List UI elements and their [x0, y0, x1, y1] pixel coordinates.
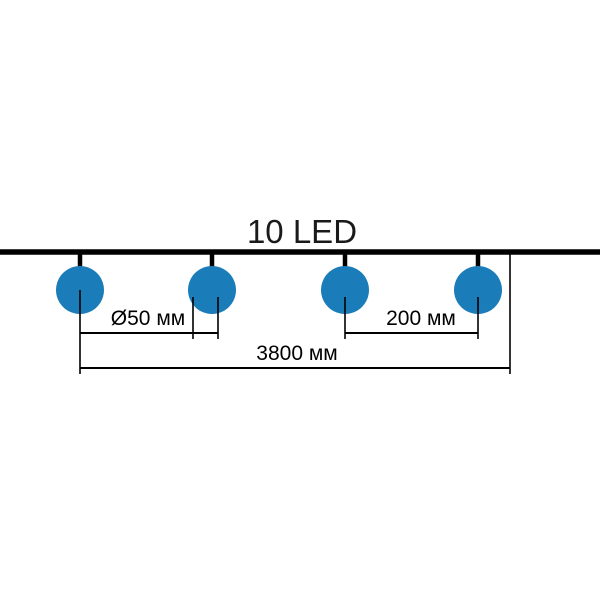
led-bulb-4 — [454, 251, 502, 314]
led-bulb-2 — [188, 251, 236, 314]
dimension-label-total-length: 3800 мм — [256, 342, 337, 365]
dimension-label-bulb-spacing: 200 мм — [386, 307, 456, 330]
bulb-circle-2 — [188, 266, 236, 314]
led-bulb-3 — [321, 251, 369, 314]
dimension-bulb-diameter: Ø50 мм — [80, 307, 218, 334]
dimension-total-length: 3800 мм — [80, 342, 510, 369]
diagram-title: 10 LED — [247, 213, 357, 250]
dimension-label-bulb-diameter: Ø50 мм — [111, 307, 185, 330]
bulb-circle-3 — [321, 266, 369, 314]
dimension-bulb-spacing: 200 мм — [345, 307, 478, 334]
bulb-circle-4 — [454, 266, 502, 314]
